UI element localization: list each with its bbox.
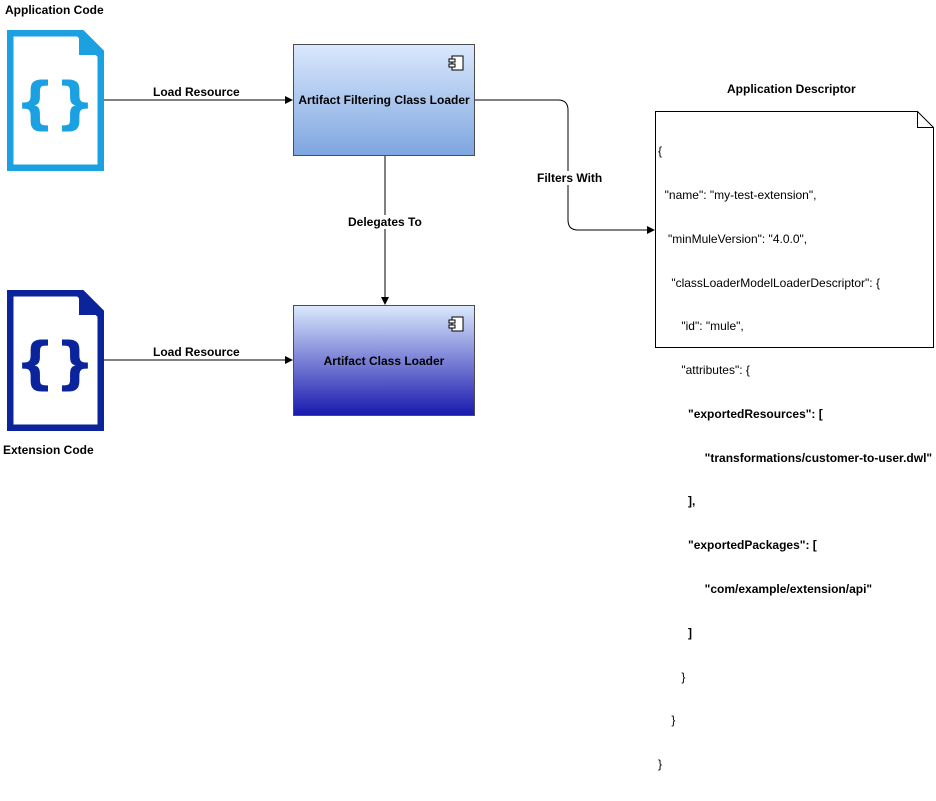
descriptor-line: } — [658, 669, 686, 684]
descriptor-line: } — [658, 757, 663, 772]
delegates-to-label: Delegates To — [346, 215, 424, 229]
artifact-class-loader-node: Artifact Class Loader — [293, 305, 475, 416]
edge-filters-with — [475, 99, 655, 234]
load-resource-label-bottom: Load Resource — [151, 345, 242, 359]
descriptor-line: } — [658, 713, 676, 728]
code-file-icon: {} — [7, 30, 104, 171]
descriptor-line: ] — [658, 625, 693, 640]
note-icon — [655, 111, 934, 348]
descriptor-line: "exportedPackages": [ — [658, 538, 817, 553]
descriptor-line: { — [658, 144, 663, 159]
descriptor-line: "attributes": { — [658, 363, 750, 378]
descriptor-line: "classLoaderModelLoaderDescriptor": { — [658, 275, 880, 290]
application-descriptor-label: Application Descriptor — [727, 82, 856, 96]
filters-with-label: Filters With — [535, 171, 605, 185]
extension-code-label: Extension Code — [3, 443, 94, 457]
descriptor-line: "id": "mule", — [658, 319, 744, 334]
artifact-filtering-class-loader-node: Artifact Filtering Class Loader — [293, 44, 475, 156]
descriptor-json: { "name": "my-test-extension", "minMuleV… — [658, 115, 932, 801]
code-file-icon: {} — [7, 290, 104, 431]
svg-text:{}: {} — [15, 331, 95, 396]
component-icon — [448, 316, 464, 332]
application-code-label: Application Code — [5, 3, 104, 17]
application-descriptor-note: { "name": "my-test-extension", "minMuleV… — [655, 111, 934, 771]
descriptor-line: "name": "my-test-extension", — [658, 187, 817, 202]
acl-title: Artifact Class Loader — [323, 353, 445, 368]
descriptor-line: ], — [658, 494, 696, 509]
descriptor-line: "transformations/customer-to-user.dwl" — [658, 450, 933, 465]
afcl-title: Artifact Filtering Class Loader — [298, 93, 470, 107]
connectors — [103, 96, 655, 364]
descriptor-line: "exportedResources": [ — [658, 406, 823, 421]
descriptor-line: "minMuleVersion": "4.0.0", — [658, 231, 808, 246]
component-icon — [448, 55, 464, 71]
load-resource-label-top: Load Resource — [151, 85, 242, 99]
descriptor-line: "com/example/extension/api" — [658, 582, 873, 596]
svg-text:{}: {} — [15, 71, 95, 136]
